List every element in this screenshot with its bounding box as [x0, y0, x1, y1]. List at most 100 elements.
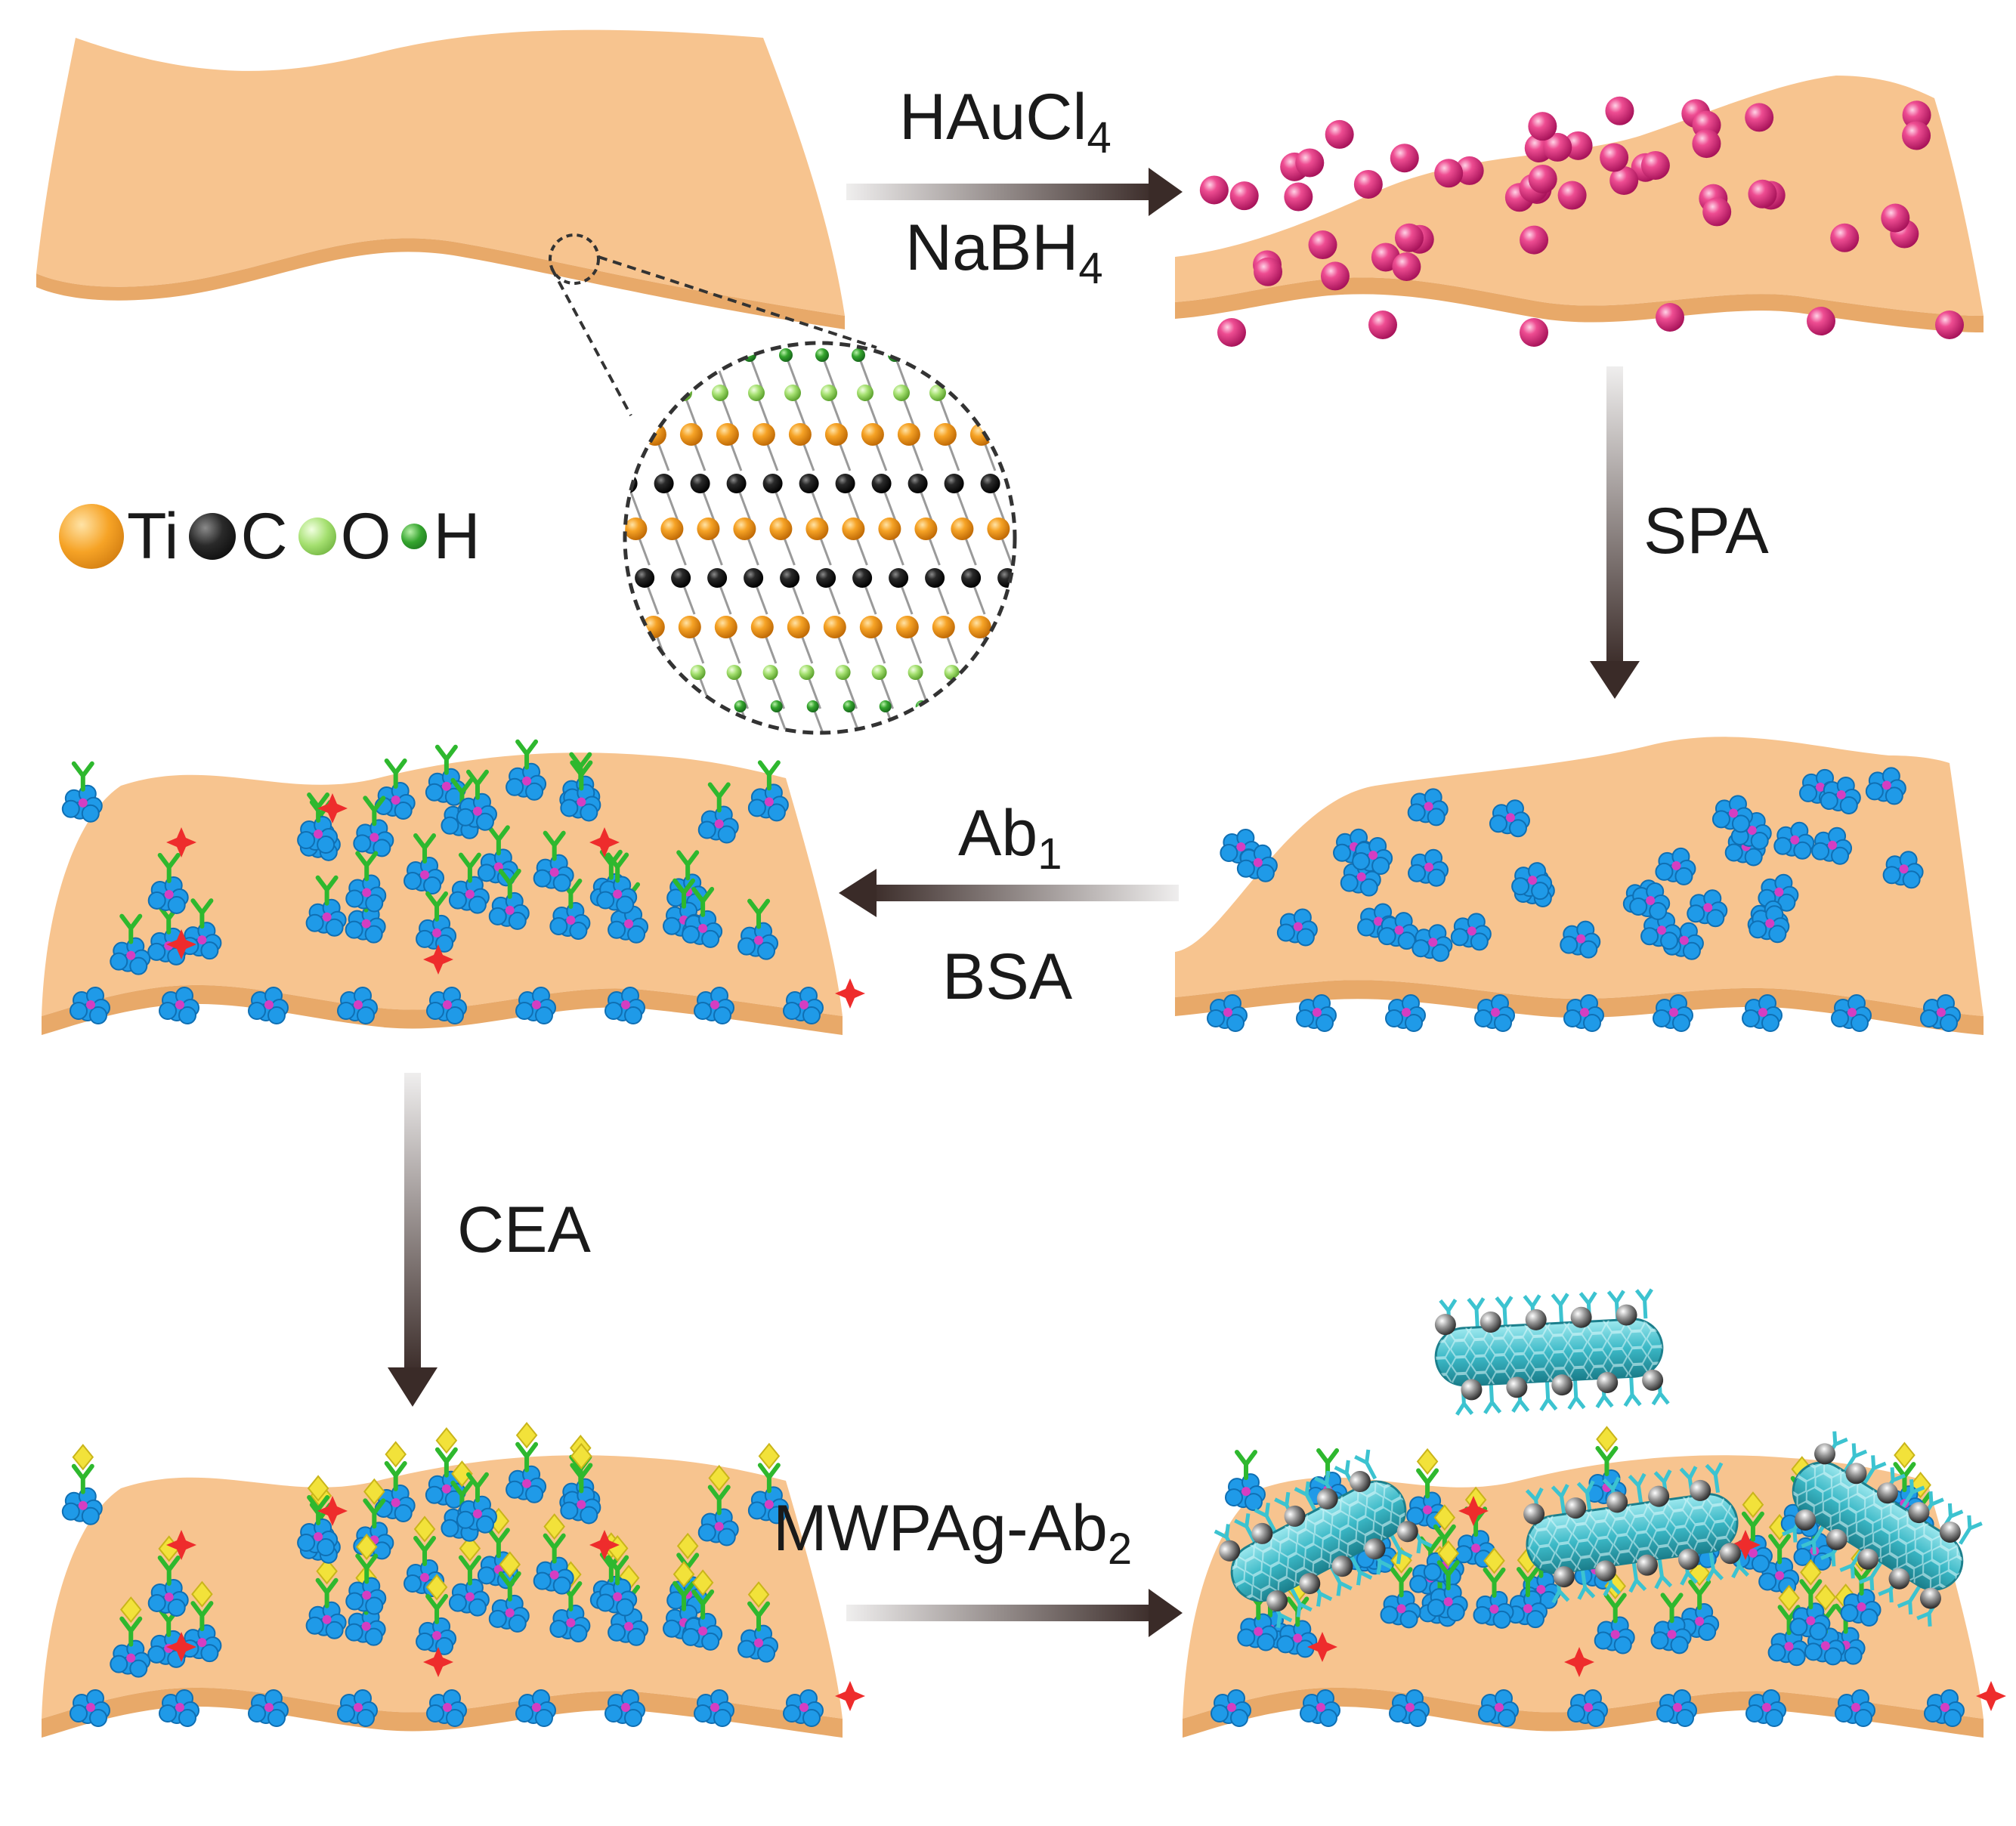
spa-protein: [345, 905, 386, 944]
spa-protein: [783, 1689, 824, 1727]
antibody-ab1: [515, 1441, 539, 1472]
gold-nanoparticle: [1640, 150, 1670, 180]
antibody-ab1: [1799, 1579, 1823, 1610]
spa-protein: [1427, 1583, 1468, 1622]
gold-nanoparticle: [1609, 166, 1639, 196]
crystal-atom: [678, 616, 701, 638]
arrow-step3: [839, 869, 1179, 917]
cea-antigen: [1800, 1559, 1822, 1586]
spa-protein: [1811, 826, 1853, 865]
spa-protein: [604, 1689, 645, 1727]
crystal-atom: [908, 665, 923, 680]
spa-protein: [337, 987, 378, 1024]
spa-protein: [1211, 1689, 1251, 1727]
cea-antigen: [385, 1441, 407, 1468]
crystal-atom: [679, 423, 703, 446]
crystal-atom: [805, 518, 829, 540]
spa-protein: [1831, 994, 1872, 1032]
crystal-atom: [852, 348, 865, 362]
mwcnt-ag-ab2-nanotube: [1782, 1431, 1983, 1627]
silver-nanoparticle: [1523, 1503, 1545, 1525]
spa-protein: [1385, 994, 1426, 1032]
antibody-ab1: [570, 760, 593, 791]
spa-protein: [297, 816, 339, 854]
crystal-atom: [980, 665, 996, 680]
silver-nanoparticle: [1219, 1540, 1241, 1562]
crystal-atom: [779, 348, 793, 362]
legend-label-h: H: [433, 499, 481, 573]
spa-protein: [694, 987, 734, 1024]
crystal-atom: [787, 616, 810, 638]
spa-protein: [697, 1508, 739, 1546]
crystal-atom: [980, 474, 1000, 493]
spa-protein: [404, 857, 445, 895]
antibody-ab1: [458, 1555, 481, 1586]
gold-nanoparticle: [1392, 252, 1421, 281]
crystal-atom: [1004, 616, 1015, 638]
crystal-atom: [744, 568, 764, 588]
silver-nanoparticle: [1677, 1548, 1699, 1570]
antibody-ab1: [190, 1601, 214, 1632]
gold-nanoparticle: [1702, 197, 1732, 227]
aunp-decorated-sheet: [1175, 76, 1984, 347]
spa-protein: [1758, 873, 1799, 912]
spa-protein: [1474, 994, 1515, 1032]
cea-antigen: [425, 1574, 448, 1601]
crystal-atom: [914, 518, 938, 540]
spa-protein: [1377, 912, 1419, 950]
antibody-ab1: [498, 1571, 521, 1602]
bsa-blocker: [317, 1496, 348, 1526]
silver-nanoparticle: [1364, 1538, 1386, 1560]
spa-protein: [1450, 913, 1492, 951]
antibody-ab1: [1768, 1534, 1792, 1565]
crystal-atom: [635, 568, 655, 588]
spa-protein: [345, 1577, 387, 1615]
cea-antigen: [459, 1535, 481, 1562]
spa-protein: [1511, 862, 1553, 901]
cea-antigen: [191, 1580, 213, 1608]
bsa-blocker: [1564, 1647, 1594, 1677]
antibody-ab1: [747, 1601, 771, 1632]
cea-antigen: [570, 1442, 592, 1470]
crystal-atom: [1061, 700, 1073, 712]
gold-nanoparticle: [1229, 181, 1259, 211]
gold-nanoparticle: [1308, 230, 1337, 260]
gold-nanoparticle: [1254, 257, 1283, 286]
bsa-blocker: [166, 1530, 196, 1560]
spa-protein: [1920, 994, 1961, 1032]
crystal-atom: [734, 700, 747, 712]
gold-nanoparticle: [1353, 169, 1383, 199]
gold-nanoparticle: [1394, 223, 1424, 252]
spa-protein: [1749, 905, 1790, 944]
antibody-ab1: [757, 1463, 781, 1494]
gold-nanoparticle: [1199, 175, 1229, 205]
crystal-atom: [966, 385, 982, 401]
crystal-atom: [726, 474, 747, 493]
crystal-atom: [951, 700, 964, 712]
crystal-atom: [835, 474, 855, 493]
silver-nanoparticle: [1648, 1485, 1670, 1507]
antibody-ab1: [498, 868, 521, 899]
gold-nanoparticle: [1390, 144, 1419, 173]
crystal-atom: [823, 616, 846, 638]
mwcnt-ag-ab2-nanotube: [1523, 1462, 1749, 1604]
crystal-atom: [1006, 423, 1015, 446]
antibody-ab1: [465, 769, 489, 800]
silver-nanoparticle: [1636, 1554, 1658, 1576]
spa-protein: [488, 1594, 530, 1633]
crystal-atom: [784, 385, 801, 401]
gold-nanoparticle: [1284, 182, 1313, 212]
spa-protein: [70, 1689, 110, 1727]
crystal-atom: [733, 518, 756, 540]
silver-nanoparticle: [1396, 1521, 1418, 1543]
spa-protein: [737, 922, 779, 960]
antibody-ab1: [1595, 1446, 1619, 1477]
cea-antigen: [747, 1581, 770, 1608]
crystal-atom: [1053, 665, 1068, 680]
cea-antigen: [1778, 1584, 1800, 1611]
crystal-atom: [878, 518, 901, 540]
spa-protein: [248, 987, 289, 1024]
spa-protein: [1773, 821, 1815, 860]
spa-protein: [515, 1689, 556, 1727]
silver-nanoparticle: [1826, 1528, 1847, 1550]
